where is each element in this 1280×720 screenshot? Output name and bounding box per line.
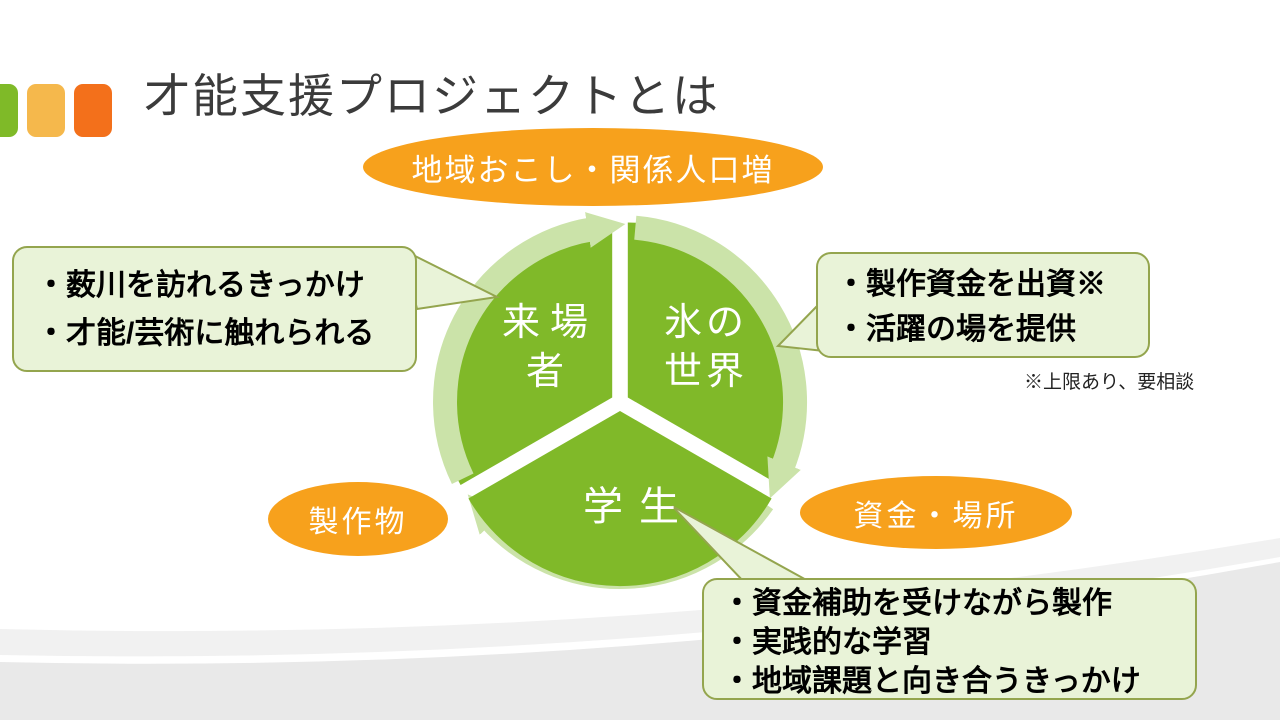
callout-visitors-line2: ・才能/芸術に触れられる	[36, 317, 375, 350]
slide-title: 才能支援プロジェクトとは	[144, 70, 720, 122]
wedge-label-students: 学生	[583, 485, 695, 529]
ellipse-right-label: 資金・場所	[853, 499, 1019, 533]
ring-arc-left	[433, 212, 626, 484]
bottom-band-light	[0, 538, 1280, 657]
decor-square-amber	[27, 84, 65, 137]
wedge-students	[468, 411, 772, 587]
callout-sponsor-line2: ・活躍の場を提供	[836, 313, 1076, 346]
wedge-label-ice-world: 氷の 世界	[663, 302, 748, 393]
callout-visitors: ・薮川を訪れるきっかけ ・才能/芸術に触れられる	[12, 246, 417, 372]
footnote: ※上限あり、要相談	[1024, 372, 1195, 393]
ellipse-left-label: 製作物	[308, 506, 408, 539]
callout-visitors-line1: ・薮川を訪れるきっかけ	[36, 269, 365, 302]
decor-square-orange	[74, 84, 112, 137]
callout-students-line1: ・資金補助を受けながら製作	[722, 587, 1112, 620]
decor-square-green	[0, 84, 18, 137]
callout-students: ・資金補助を受けながら製作 ・実践的な学習 ・地域課題と向き合うきっかけ	[702, 578, 1197, 700]
callout-sponsor-line1: ・製作資金を出資※	[836, 268, 1106, 301]
wedge-label-visitors: 来場 者	[501, 302, 598, 393]
ellipse-products: 製作物	[268, 482, 448, 556]
ellipse-funds-place: 資金・場所	[800, 476, 1072, 549]
ring-arc-right	[634, 215, 808, 499]
callout-students-line2: ・実践的な学習	[722, 626, 932, 659]
ellipse-region-revitalization: 地域おこし・関係人口増	[363, 128, 823, 206]
ellipse-top-label: 地域おこし・関係人口増	[411, 152, 775, 188]
callout-sponsor: ・製作資金を出資※ ・活躍の場を提供	[816, 252, 1150, 358]
callout-students-line3: ・地域課題と向き合うきっかけ	[722, 665, 1141, 698]
cycle-diagram	[433, 212, 808, 589]
